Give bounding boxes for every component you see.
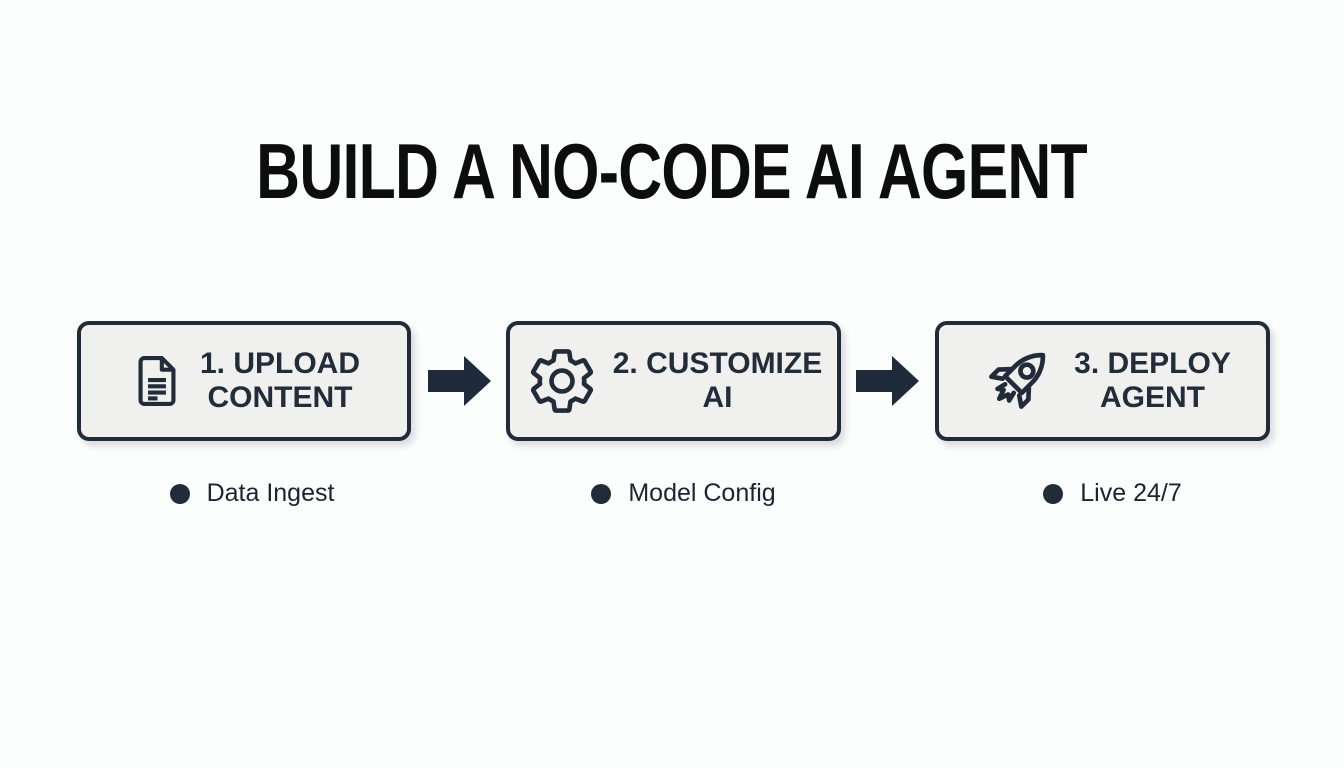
step-label-line1: 1. UPLOAD [199,347,361,381]
step-label-line1: 3. DEPLOY [1074,347,1231,381]
caption-data-ingest: Data Ingest [85,479,419,508]
caption-text: Model Config [628,479,776,507]
document-icon [128,350,186,412]
bullet-dot-icon [591,483,612,504]
arrow-right-icon [856,353,920,409]
caption-text: Data Ingest [206,479,335,507]
caption-live-247: Live 24/7 [945,479,1280,508]
step-label-line2: AGENT [1100,381,1205,414]
step-box-upload-content: 1. UPLOAD CONTENT [77,321,411,441]
step-label-line1: 2. CUSTOMIZE [612,347,823,381]
page-title-text: BUILD A NO-CODE AI AGENT [256,127,1089,215]
bullet-dot-icon [169,483,190,504]
step-label-line2: AI [702,381,733,414]
caption-text: Live 24/7 [1080,479,1182,507]
step-label-deploy-agent: 3. DEPLOY AGENT [1074,347,1231,415]
rocket-icon [974,338,1060,424]
arrow-right-icon [428,353,492,409]
page-title: BUILD A NO-CODE AI AGENT [0,126,1344,217]
step-box-customize-ai: 2. CUSTOMIZE AI [506,321,841,441]
step-label-customize-ai: 2. CUSTOMIZE AI [613,347,822,415]
step-label-line2: CONTENT [207,381,353,414]
caption-model-config: Model Config [516,479,851,508]
step-box-deploy-agent: 3. DEPLOY AGENT [935,321,1270,441]
bullet-dot-icon [1043,483,1064,504]
step-label-upload-content: 1. UPLOAD CONTENT [200,347,360,415]
gear-icon [525,344,599,418]
